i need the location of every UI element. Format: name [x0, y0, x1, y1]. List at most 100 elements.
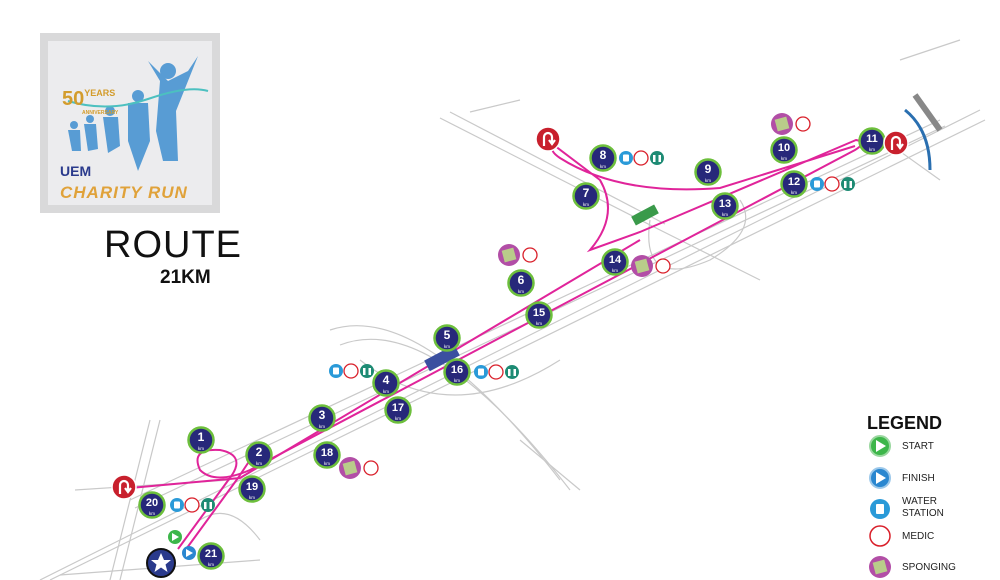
km-unit: km: [705, 178, 711, 183]
km-number: 8: [600, 148, 607, 162]
medic-icon: [343, 363, 359, 379]
legend-start-icon: [869, 435, 891, 457]
km-number: 2: [256, 445, 263, 459]
km-number: 15: [533, 307, 545, 319]
legend-start-label: START: [902, 441, 934, 452]
toilet-icon: [841, 177, 855, 191]
km-unit: km: [395, 416, 401, 421]
water-station-icon: [474, 365, 488, 379]
route-title: ROUTE: [104, 224, 242, 266]
legend-water-icon: [870, 499, 890, 519]
km-unit: km: [869, 147, 875, 152]
u-turn-icon: [883, 130, 909, 156]
km-marker-6: 6 km: [507, 269, 535, 297]
km-number: 13: [719, 198, 731, 210]
finish-icon: [182, 546, 196, 560]
km-number: 7: [583, 186, 590, 200]
km-number: 6: [518, 273, 525, 287]
toilet-icon: [650, 151, 664, 165]
medic-icon: [655, 258, 671, 274]
km-number: 18: [321, 447, 333, 459]
km-number: 21: [205, 548, 217, 560]
km-unit: km: [324, 461, 330, 466]
km-unit: km: [256, 461, 262, 466]
toilet-icon: [360, 364, 374, 378]
bridge-green: [631, 204, 659, 226]
legend-medic-label: MEDIC: [902, 531, 935, 542]
u-turn-icon: [535, 126, 561, 152]
km-unit: km: [583, 202, 589, 207]
km-marker-11: 11 km: [858, 127, 886, 155]
km-unit: km: [454, 378, 460, 383]
km-marker-2: 2 km: [245, 441, 273, 469]
km-unit: km: [722, 212, 728, 217]
km-unit: km: [149, 511, 155, 516]
medic-icon: [824, 176, 840, 192]
medic-icon: [522, 247, 538, 263]
route-distance: 21KM: [160, 267, 211, 288]
brand-name: UEM: [60, 163, 92, 179]
medic-icon: [633, 150, 649, 166]
km-unit: km: [612, 268, 618, 273]
medic-icon: [488, 364, 504, 380]
km-number: 4: [383, 373, 390, 387]
km-unit: km: [198, 446, 204, 451]
km-number: 11: [866, 133, 878, 145]
bridge-blue: [424, 344, 460, 372]
km-marker-8: 8 km: [589, 144, 617, 172]
km-marker-9: 9 km: [694, 158, 722, 186]
km-unit: km: [249, 495, 255, 500]
km-marker-4: 4 km: [372, 369, 400, 397]
km-unit: km: [600, 164, 606, 169]
toilet-icon: [505, 365, 519, 379]
start-icon: [168, 530, 182, 544]
km-number: 10: [778, 142, 790, 154]
km-unit: km: [208, 562, 214, 567]
sponging-icon: [771, 113, 793, 135]
km-marker-21: 21 km: [197, 542, 225, 570]
legend-finish-icon: [869, 467, 891, 489]
km-number: 5: [444, 328, 451, 342]
km-unit: km: [383, 389, 389, 394]
km-marker-3: 3km: [308, 404, 336, 432]
km-marker-20: 20 km: [138, 491, 166, 519]
km-marker-10: 10 km: [770, 136, 798, 164]
km-unit: km: [518, 289, 524, 294]
sponging-icon: [339, 457, 361, 479]
km-number: 20: [146, 497, 158, 509]
legend-title: LEGEND: [867, 413, 943, 433]
km-unit: km: [781, 156, 787, 161]
runners-illustration: [67, 56, 209, 171]
km-unit: km: [791, 190, 797, 195]
sponging-icon: [498, 244, 520, 266]
km-marker-18: 18 km: [313, 441, 341, 469]
km-marker-7: 7 km: [572, 182, 600, 210]
gray-ramp: [912, 93, 943, 132]
km-marker-5: 5 km: [433, 324, 461, 352]
sponging-icon: [631, 255, 653, 277]
start-finish-star-icon: [146, 548, 176, 578]
water-station-icon: [329, 364, 343, 378]
km-number: 9: [705, 162, 712, 176]
event-name: CHARITY RUN: [60, 183, 188, 202]
legend-medic-icon: [869, 525, 891, 547]
water-station-icon: [170, 498, 184, 512]
toilet-icon: [201, 498, 215, 512]
km-unit: km: [536, 321, 542, 326]
km-number: 1: [198, 430, 205, 444]
legend-sponging-icon: [869, 556, 891, 578]
km-marker-19: 19 km: [238, 475, 266, 503]
km-unit: km: [444, 344, 450, 349]
km-marker-13: 13 km: [711, 192, 739, 220]
km-marker-15: 15 km: [525, 301, 553, 329]
u-turn-icon: [111, 474, 137, 500]
km-number: 19: [246, 481, 258, 493]
legend-finish-label: FINISH: [902, 473, 935, 484]
